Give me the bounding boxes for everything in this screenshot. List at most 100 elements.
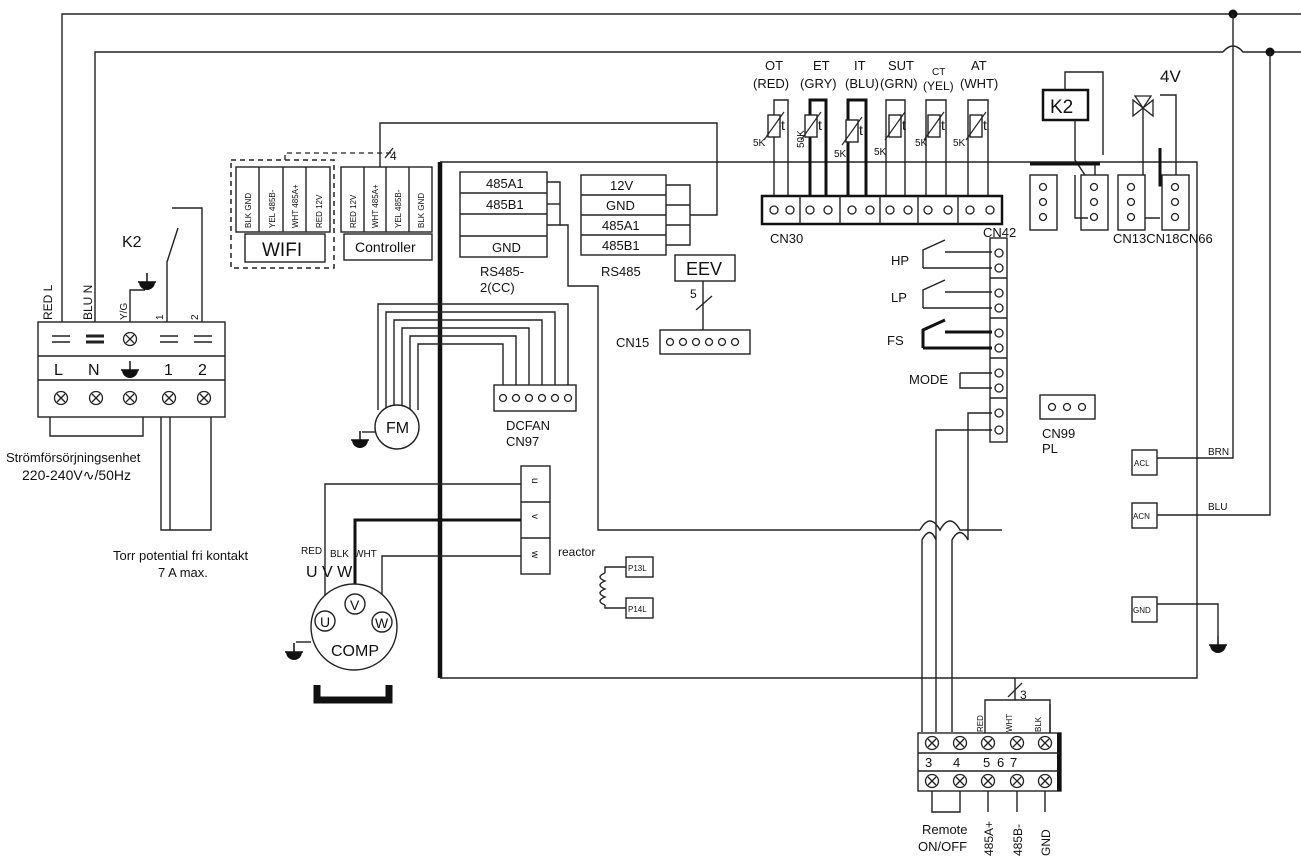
wire-color-wht: WHT bbox=[354, 549, 377, 560]
compressor-phase-header: U V W bbox=[306, 564, 353, 581]
svg-text:5: 5 bbox=[983, 755, 990, 770]
svg-text:(GRY): (GRY) bbox=[800, 76, 837, 91]
cn99-label-2: PL bbox=[1042, 441, 1058, 456]
cn97-label: CN97 bbox=[506, 434, 539, 449]
terminal-label-1: 1 bbox=[164, 362, 173, 379]
cn42-label: CN42 bbox=[983, 225, 1016, 240]
wifi-label: WIFI bbox=[262, 240, 302, 261]
valve-4v-icon bbox=[1132, 95, 1154, 128]
controller-module: RED 12V WHT 485A+ YEL 485B- BLK GND Cont… bbox=[340, 166, 433, 261]
switch-fs: FS bbox=[887, 333, 904, 348]
sensor-group: OT (RED) ET (GRY) IT (BLU) SUT (GRN) CT … bbox=[753, 58, 998, 93]
terminal-label-2: 2 bbox=[198, 362, 207, 379]
relay-k2-box bbox=[1041, 88, 1090, 122]
terminal-label-l: L bbox=[54, 362, 63, 379]
cn30-label: CN30 bbox=[770, 231, 803, 246]
svg-text:CT: CT bbox=[932, 67, 945, 78]
svg-text:t: t bbox=[983, 117, 987, 133]
svg-text:t: t bbox=[859, 122, 863, 138]
svg-text:485A1: 485A1 bbox=[486, 176, 524, 191]
svg-text:5K: 5K bbox=[834, 149, 847, 160]
wire-label-1: 1 bbox=[155, 314, 166, 320]
svg-text:YEL 485B-: YEL 485B- bbox=[268, 189, 277, 228]
fan-motor-icon bbox=[374, 404, 420, 450]
acl-terminal: ACL bbox=[1134, 459, 1150, 468]
svg-text:5K: 5K bbox=[953, 138, 966, 149]
dry-contact-line1: Torr potential fri kontakt bbox=[113, 548, 249, 563]
bottom-label-485b: 485B- bbox=[1011, 824, 1025, 856]
supply-spec: 220-240V∿/50Hz bbox=[22, 467, 131, 483]
svg-text:BLK: BLK bbox=[1034, 716, 1043, 732]
svg-text:WHT 485A+: WHT 485A+ bbox=[371, 184, 380, 228]
brn-label: BRN bbox=[1208, 447, 1229, 458]
reactor-label: reactor bbox=[558, 545, 595, 559]
svg-text:GND: GND bbox=[606, 198, 635, 213]
dcfan-cn97-connector bbox=[493, 384, 577, 412]
svg-text:OT: OT bbox=[765, 58, 783, 73]
cn30-connector bbox=[760, 194, 1004, 226]
svg-text:485A1: 485A1 bbox=[602, 218, 640, 233]
svg-text:t: t bbox=[941, 117, 945, 133]
svg-text:RED: RED bbox=[976, 715, 985, 732]
svg-text:BLK GND: BLK GND bbox=[417, 193, 426, 228]
svg-text:u: u bbox=[529, 478, 540, 484]
cn42-connector bbox=[989, 237, 1008, 443]
switch-lp: LP bbox=[891, 290, 907, 305]
svg-text:WHT 485A+: WHT 485A+ bbox=[291, 184, 300, 228]
svg-text:SUT: SUT bbox=[888, 58, 914, 73]
blu-label: BLU bbox=[1208, 502, 1227, 513]
cn13-cn18-cn66-connectors bbox=[1029, 174, 1190, 231]
svg-text:RED 12V: RED 12V bbox=[315, 194, 324, 228]
remote-terminal-block: 3 4 5 6 7 bbox=[917, 732, 1062, 792]
compressor-label: COMP bbox=[331, 643, 379, 660]
switch-mode: MODE bbox=[909, 372, 948, 387]
svg-text:5K: 5K bbox=[753, 138, 766, 149]
supply-label: Strömförsörjningsenhet bbox=[6, 450, 141, 465]
wifi-module: BLK GND YEL 485B- WHT 485A+ RED 12V WIFI bbox=[235, 166, 331, 263]
wire-blu-n bbox=[94, 51, 1223, 330]
relay-k2-box-label: K2 bbox=[1050, 97, 1073, 118]
svg-text:AT: AT bbox=[971, 58, 987, 73]
dcfan-label: DCFAN bbox=[506, 418, 550, 433]
cn-right-label: CN13CN18CN66 bbox=[1113, 231, 1213, 246]
acn-terminal: ACN bbox=[1133, 512, 1150, 521]
cn15-label: CN15 bbox=[616, 335, 649, 350]
eev-label: EEV bbox=[686, 259, 722, 279]
svg-text:t: t bbox=[781, 117, 785, 133]
svg-text:(YEL): (YEL) bbox=[923, 79, 954, 93]
svg-text:t: t bbox=[902, 117, 906, 133]
wire-label-red-l: RED L bbox=[41, 284, 55, 320]
controller-label: Controller bbox=[355, 239, 416, 255]
bottom-label-485a: 485A+ bbox=[982, 821, 996, 856]
svg-text:WHT: WHT bbox=[1005, 714, 1014, 732]
rs485-cc-connector: 485A1 485B1 GND bbox=[459, 171, 548, 258]
svg-text:6: 6 bbox=[997, 755, 1004, 770]
remote-label-1: Remote bbox=[922, 822, 968, 837]
svg-text:W: W bbox=[375, 615, 389, 631]
rs485-label: RS485 bbox=[601, 264, 641, 279]
reactor-terminal-p14l: P14L bbox=[628, 605, 647, 614]
svg-text:(BLU): (BLU) bbox=[845, 76, 879, 91]
eev-wire-count: 5 bbox=[690, 287, 697, 301]
svg-text:v: v bbox=[529, 514, 540, 519]
svg-text:(GRN): (GRN) bbox=[880, 76, 918, 91]
terminal-label-n: N bbox=[88, 362, 100, 379]
remote-wire-count: 3 bbox=[1020, 688, 1027, 702]
bottom-label-gnd: GND bbox=[1039, 829, 1053, 856]
rs485-connector: 12V GND 485A1 485B1 bbox=[580, 174, 667, 256]
svg-text:GND: GND bbox=[492, 240, 521, 255]
svg-text:ET: ET bbox=[813, 58, 830, 73]
reactor-terminal-p13l: P13L bbox=[628, 564, 647, 573]
svg-text:12V: 12V bbox=[610, 178, 633, 193]
wire-red-l bbox=[61, 13, 1301, 330]
valve-4v-label: 4V bbox=[1160, 67, 1181, 86]
wire-label-blu-n: BLU N bbox=[81, 285, 95, 320]
rs485-cc-label-2: 2(CC) bbox=[480, 280, 515, 295]
wire-color-blk: BLK bbox=[330, 549, 349, 560]
wifi-wire-count: 4 bbox=[390, 149, 397, 163]
remote-label-2: ON/OFF bbox=[918, 839, 967, 854]
wire-label-yg: Y/G bbox=[119, 303, 130, 320]
eev-box bbox=[674, 254, 736, 282]
fan-motor-label: FM bbox=[386, 420, 409, 437]
